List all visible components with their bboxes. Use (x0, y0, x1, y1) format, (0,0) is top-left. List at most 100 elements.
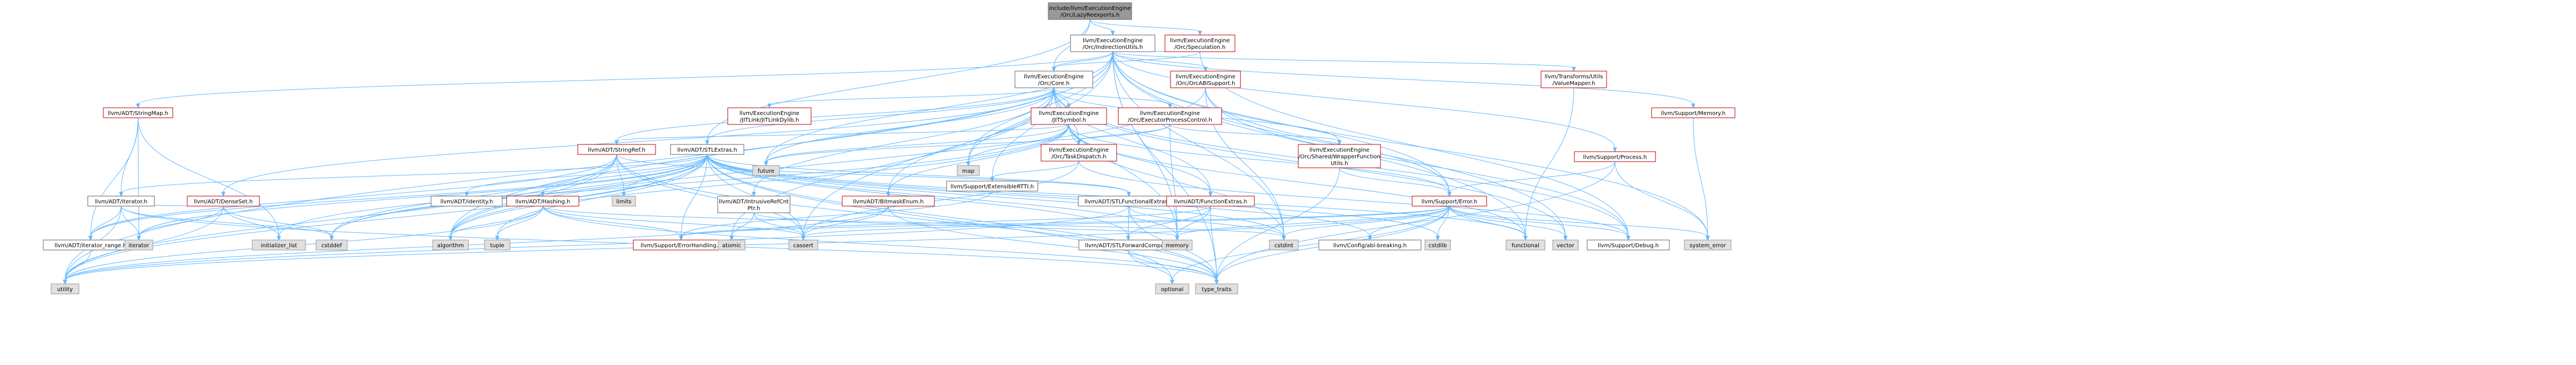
node-box (51, 283, 79, 294)
node-label: llvm/ADT/BitmaskEnum.h (853, 199, 923, 205)
node-densemap[interactable]: llvm/ADT/DenseSet.h (187, 196, 260, 207)
edge-indirection-to-core (1053, 51, 1113, 68)
node-stlfunctional[interactable]: llvm/ADT/STLFunctionalExtras.h (1078, 196, 1180, 207)
node-extensiblerti[interactable]: llvm/Support/ExtensibleRTTI.h (946, 181, 1038, 192)
node-process[interactable]: llvm/Support/Process.h (1574, 151, 1656, 162)
node-stlextras[interactable]: llvm/ADT/STLExtras.h (670, 144, 744, 155)
edge-indirection-to-system_error (1112, 51, 1708, 237)
node-epc[interactable]: llvm/ExecutionEngine/Orc/ExecutorProcess… (1118, 107, 1222, 125)
edge-jitsymbol-to-algorithm (450, 124, 1069, 237)
edge-epc-to-future (766, 124, 1171, 163)
node-box (1164, 34, 1236, 52)
node-functional: functional (1505, 239, 1545, 251)
node-taskdispatch[interactable]: llvm/ExecutionEngine/Orc/TaskDispatch.h (1041, 144, 1117, 162)
edge-error-to-memory (1177, 206, 1450, 237)
node-error[interactable]: llvm/Support/Error.h (1412, 196, 1487, 207)
edge-functionextras-to-errorhandling (681, 206, 1211, 237)
edge-epc-to-swfu (1169, 124, 1340, 142)
edge-stringmap-to-iterrange (90, 117, 138, 237)
edge-error-to-functional (1449, 206, 1526, 237)
edge-error-to-abibreaking (1369, 206, 1450, 237)
edge-arrowhead (1447, 192, 1452, 197)
edge-arrowhead (1111, 31, 1115, 36)
node-jitlinkdylib[interactable]: llvm/ExecutionEngine/JITLink/JITLinkDyli… (727, 107, 812, 125)
node-orcabi[interactable]: llvm/ExecutionEngine/Orc/OrcABISupport.h (1170, 71, 1241, 88)
edge-stlextras-to-type_traits (707, 154, 1217, 281)
edge-core-to-future (766, 87, 1054, 163)
edge-error-to-vector (1449, 206, 1566, 237)
node-speculation[interactable]: llvm/ExecutionEngine/Orc/Speculation.h (1164, 34, 1236, 52)
node-box (788, 239, 818, 251)
edge-jitsymbol-to-cstddef (331, 124, 1069, 237)
node-abibreaking[interactable]: llvm/Config/abi-breaking.h (1318, 239, 1422, 251)
node-hashing[interactable]: llvm/ADT/Hashing.h (506, 196, 579, 207)
node-box (717, 196, 791, 213)
edge-indirection-to-type_traits (1112, 51, 1217, 281)
edge-intrusiveref-to-atomic (731, 212, 754, 237)
edge-arrowhead (1613, 147, 1617, 153)
node-limits: limits (612, 196, 636, 207)
edge-stlextras-to-utility (64, 154, 708, 281)
edge-process-to-error (1449, 161, 1615, 193)
node-jitsymbol[interactable]: llvm/ExecutionEngine/JITSymbol.h (1031, 107, 1107, 125)
node-label: tuple (490, 243, 504, 249)
edge-root-to-indirection (1089, 19, 1113, 32)
node-root[interactable]: include/llvm/ExecutionEngine/Orc/LazyRee… (1048, 2, 1132, 20)
node-box (727, 107, 812, 125)
edge-stringref-to-type_traits (616, 154, 1217, 281)
node-box (946, 181, 1038, 192)
node-valuemapper[interactable]: llvm/Transforms/Utils/ValueMapper.h (1540, 71, 1607, 88)
node-adtidentity[interactable]: llvm/ADT/identity.h (431, 196, 503, 207)
node-iterrange[interactable]: llvm/ADT/iterator_range.h (43, 239, 138, 251)
node-type-traits: type_traits (1195, 283, 1238, 294)
edge-indirection-to-process (1112, 51, 1615, 149)
node-functionextras[interactable]: llvm/ADT/FunctionExtras.h (1166, 196, 1255, 207)
edge-jitsymbol-to-map (968, 124, 1069, 163)
node-label: algorithm (437, 243, 464, 249)
node-core[interactable]: llvm/ExecutionEngine/Orc/Core.h (1014, 71, 1093, 88)
node-debug[interactable]: llvm/Support/Debug.h (1587, 239, 1670, 251)
edge-stringmap-to-iterator_std (138, 117, 139, 237)
node-bitmask[interactable]: llvm/ADT/BitmaskEnum.h (842, 196, 935, 207)
node-label: llvm/ExecutionEngine (1309, 147, 1369, 153)
node-memory-h[interactable]: llvm/Support/Memory.h (1651, 107, 1735, 118)
edge-stlextras-to-errorhandling (681, 154, 708, 237)
node-stringmap[interactable]: llvm/ADT/StringMap.h (103, 107, 173, 118)
node-swfu[interactable]: llvm/ExecutionEngine/Orc/Shared/WrapperF… (1298, 144, 1381, 168)
node-label: initializer_list (261, 243, 297, 249)
node-box (484, 239, 511, 251)
edge-arrowhead (119, 192, 123, 197)
node-indirection[interactable]: llvm/ExecutionEngine/Orc/IndirectionUtil… (1070, 34, 1156, 52)
edge-bitmask-to-type_traits (888, 206, 1217, 281)
node-label: llvm/Support/Memory.h (1661, 111, 1725, 117)
node-box (187, 196, 260, 207)
node-box (1170, 71, 1241, 88)
node-label: vector (1557, 243, 1575, 249)
node-stringref[interactable]: llvm/ADT/StringRef.h (577, 144, 656, 155)
node-box (124, 239, 153, 251)
node-box (1424, 239, 1451, 251)
edge-stlextras-to-iterator_std (138, 154, 708, 237)
edge-arrowhead (329, 236, 334, 241)
node-label: iterator (128, 243, 149, 249)
edge-iterator-to-iterrange (90, 206, 122, 237)
edge-stringmap-to-iterator (121, 117, 138, 193)
edge-arrowhead (1077, 140, 1081, 146)
node-label: /ValueMapper.h (1552, 81, 1595, 87)
edge-core-to-map (968, 87, 1054, 163)
edge-arrowhead (448, 236, 453, 241)
node-box (1118, 107, 1222, 125)
edge-arrowhead (729, 236, 734, 241)
edge-intrusiveref-to-cassert (753, 212, 804, 237)
node-iterator[interactable]: llvm/ADT/iterator.h (87, 196, 155, 207)
edge-indirection-to-orcabi (1112, 51, 1206, 68)
edge-arrowhead (1572, 67, 1576, 72)
node-label: atomic (722, 243, 741, 249)
node-label: llvm/ADT/iterator_range.h (54, 243, 126, 249)
edge-iterator-to-cstddef (121, 206, 332, 237)
edge-arrowhead (1175, 236, 1179, 241)
node-errorhandling[interactable]: llvm/Support/ErrorHandling.h (633, 239, 729, 251)
node-box (1651, 107, 1735, 118)
edge-arrowhead (705, 140, 709, 146)
